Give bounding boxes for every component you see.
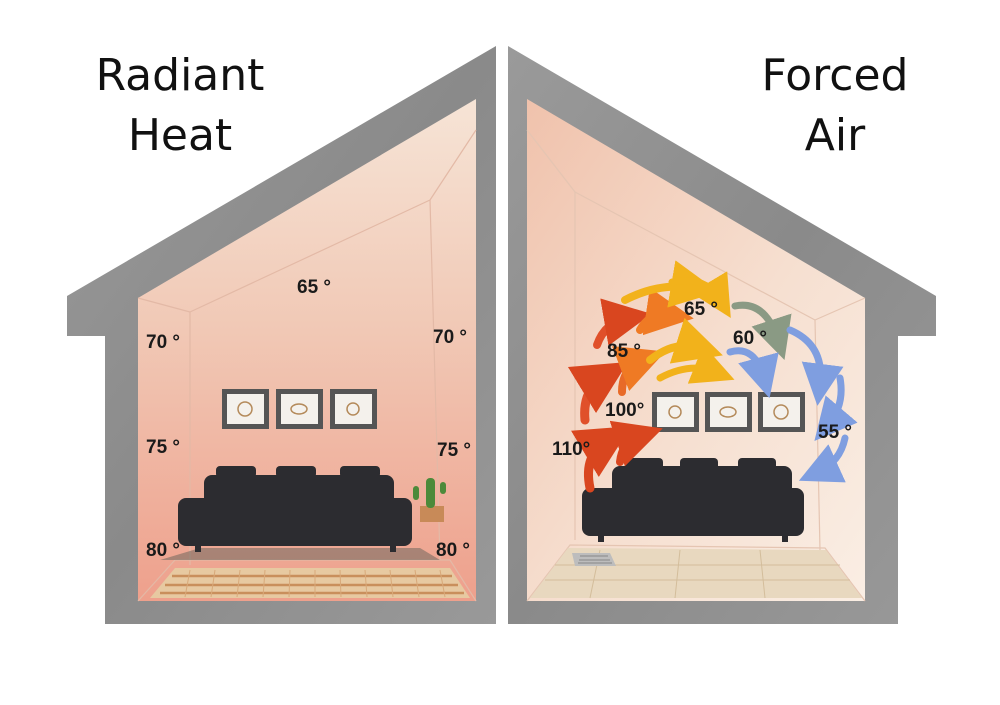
- neutral-air-arrow: [731, 301, 792, 360]
- radiant-floor-heating-mat: [150, 568, 470, 598]
- cactus-plant: [413, 478, 446, 522]
- radiant-temp-floor-left: 80 °: [146, 540, 181, 561]
- floor-vent: [572, 553, 616, 566]
- hot-air-arrow: [567, 361, 629, 425]
- radiant-wall-frames: [222, 389, 377, 429]
- forced-air-temp-upper-left: 85 °: [607, 341, 642, 362]
- forced-air-sofa: [582, 458, 804, 542]
- cool-air-arrow: [798, 434, 849, 483]
- warm-air-arrow: [621, 260, 719, 308]
- radiant-temp-ceiling: 65 °: [297, 277, 332, 298]
- forced-air-temp-mid: 100°: [605, 400, 645, 421]
- radiant-heat-title: Radiant Heat: [60, 46, 300, 166]
- forced-air-title: Forced Air: [705, 46, 965, 166]
- radiant-temp-high-right: 70 °: [433, 327, 468, 348]
- radiant-temp-mid-left: 75 °: [146, 437, 181, 458]
- hot-air-arrow: [593, 298, 652, 349]
- forced-air-title-line1: Forced: [761, 50, 909, 101]
- forced-air-title-line2: Air: [804, 110, 866, 161]
- warm-air-arrow: [656, 344, 735, 384]
- radiant-temp-floor-right: 80 °: [436, 540, 471, 561]
- forced-air-wall-frames: [652, 392, 805, 432]
- radiant-title-line2: Heat: [127, 110, 233, 161]
- radiant-rug: [160, 548, 440, 560]
- radiant-temp-high-left: 70 °: [146, 332, 181, 353]
- cool-air-arrow: [814, 374, 858, 442]
- radiant-sofa: [178, 466, 412, 552]
- forced-air-temp-top: 65 °: [684, 299, 719, 320]
- airflow-arrows: [567, 260, 858, 493]
- radiant-room-perspective-lines: [137, 129, 477, 602]
- warm-air-arrow: [668, 271, 731, 319]
- forced-air-temp-right: 55 °: [818, 422, 853, 443]
- cool-air-arrow: [726, 347, 779, 399]
- forced-air-temp-low: 110°: [552, 439, 591, 460]
- hot-air-arrow: [570, 426, 632, 493]
- hot-air-arrow: [612, 346, 666, 396]
- warm-air-arrow: [636, 287, 694, 336]
- cool-air-arrow: [786, 326, 844, 406]
- radiant-temp-mid-right: 75 °: [437, 440, 472, 461]
- hot-air-arrow: [609, 420, 663, 467]
- forced-air-temp-upper-right: 60 °: [733, 328, 768, 349]
- radiant-house: [67, 46, 496, 624]
- radiant-title-line1: Radiant: [95, 50, 265, 101]
- forced-air-house: [508, 46, 936, 624]
